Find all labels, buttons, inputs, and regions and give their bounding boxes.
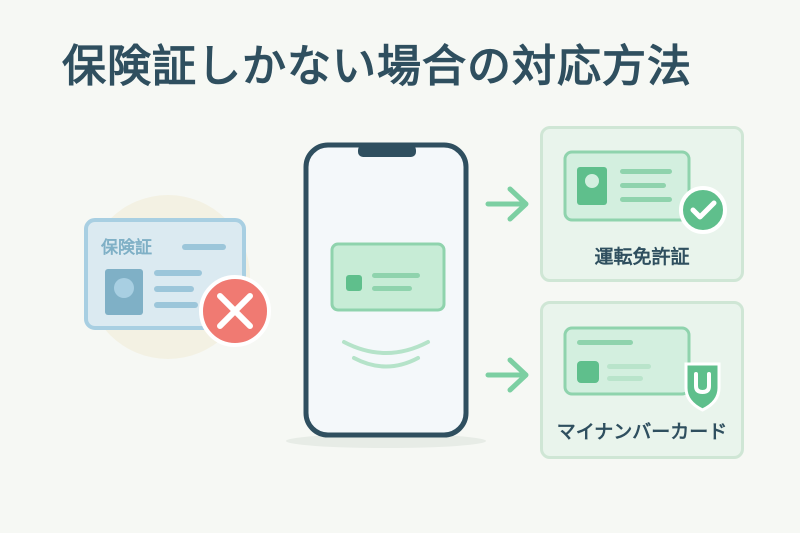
page-title: 保険証しかない場合の対応方法 <box>62 41 692 92</box>
arrow-right-icon <box>485 186 529 222</box>
my-number-card-panel: マイナンバーカード <box>540 301 744 459</box>
shield-icon <box>684 362 721 412</box>
arrow-right-icon <box>485 357 529 393</box>
insurance-card-label: 保険証 <box>101 238 152 258</box>
drivers-license-card <box>563 150 727 234</box>
smartphone <box>286 142 486 448</box>
nfc-wave-icon <box>342 340 430 369</box>
check-icon <box>679 186 727 234</box>
my-number-card <box>563 326 721 412</box>
drivers-license-label: 運転免許証 <box>594 246 690 268</box>
close-icon <box>199 275 271 347</box>
my-number-card-label: マイナンバーカード <box>556 421 728 443</box>
drivers-license-panel: 運転免許証 <box>540 126 744 282</box>
